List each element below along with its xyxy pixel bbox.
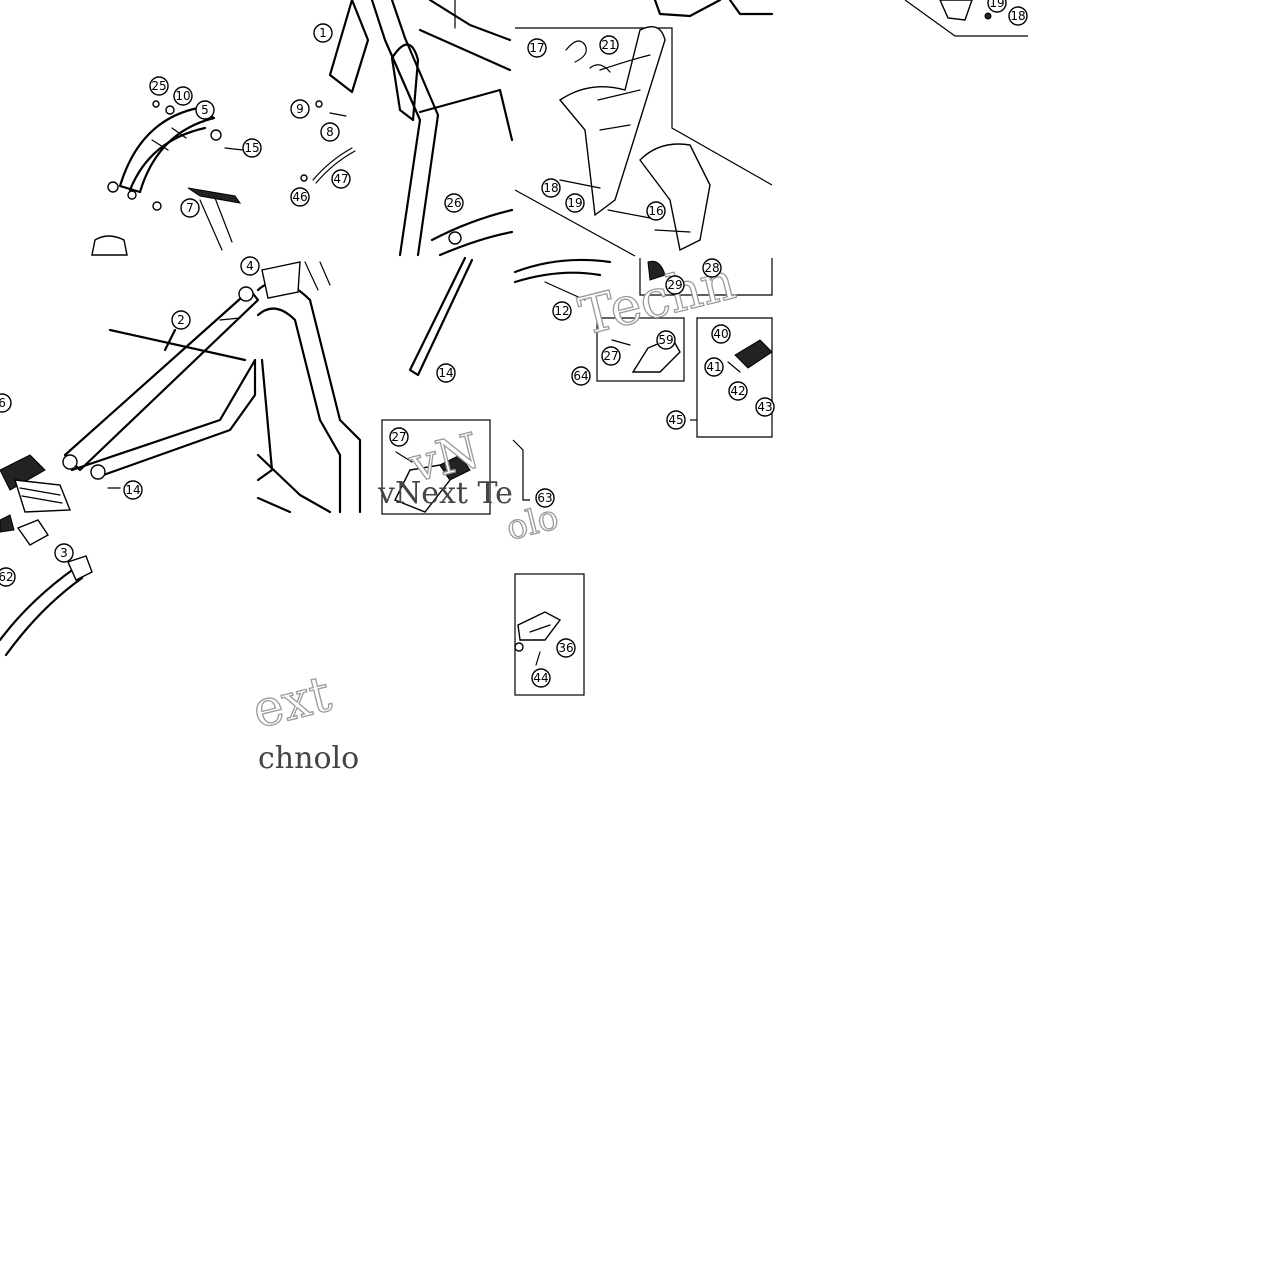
main-frame-drawing	[300, 0, 514, 257]
callout-19: 19	[565, 193, 585, 213]
callout-62: 62	[0, 567, 16, 587]
footpeg-bracket-drawing	[513, 258, 773, 438]
callout-15: 15	[242, 138, 262, 158]
svg-text:46: 46	[292, 190, 307, 204]
callout-21: 21	[599, 35, 619, 55]
callout-18: 18	[541, 178, 561, 198]
callout-28: 28	[702, 258, 722, 278]
callout-44: 44	[531, 668, 551, 688]
callout-17: 17	[527, 38, 547, 58]
callout-43: 43	[755, 397, 775, 417]
callout-3: 3	[54, 543, 74, 563]
svg-text:14: 14	[438, 366, 453, 380]
callout-25: 25	[149, 76, 169, 96]
watermark-chnolo: chnolo	[258, 741, 359, 776]
svg-text:27: 27	[391, 430, 406, 444]
callout-26: 26	[444, 193, 464, 213]
svg-text:63: 63	[537, 491, 552, 505]
svg-text:6: 6	[0, 396, 6, 410]
callout-47: 47	[331, 169, 351, 189]
svg-text:10: 10	[175, 89, 190, 103]
callout-42: 42	[728, 381, 748, 401]
callout-63: 63	[535, 488, 555, 508]
svg-text:59: 59	[658, 333, 673, 347]
callout-29: 29	[665, 275, 685, 295]
callout-2: 2	[171, 310, 191, 330]
svg-text:40: 40	[713, 327, 728, 341]
svg-text:9: 9	[296, 102, 304, 116]
svg-text:42: 42	[730, 384, 745, 398]
svg-text:26: 26	[446, 196, 461, 210]
lower-left-drawing	[0, 514, 93, 657]
svg-text:45: 45	[668, 413, 683, 427]
callout-18-top: 18	[1008, 6, 1028, 26]
callout-6: 6	[0, 393, 12, 413]
svg-text:27: 27	[603, 349, 618, 363]
callout-45: 45	[666, 410, 686, 430]
watermark-ext: ext	[247, 665, 337, 740]
svg-text:36: 36	[558, 641, 573, 655]
number-plate-drawing	[514, 0, 774, 257]
svg-text:5: 5	[201, 103, 209, 117]
callout-16: 16	[646, 201, 666, 221]
watermark-vnext-te: vNext Te	[377, 476, 513, 511]
callout-40: 40	[711, 324, 731, 344]
callout-59: 59	[656, 330, 676, 350]
svg-text:43: 43	[757, 400, 772, 414]
svg-text:2: 2	[177, 313, 185, 327]
svg-text:4: 4	[246, 259, 254, 273]
callout-27-box: 27	[601, 346, 621, 366]
svg-text:44: 44	[533, 671, 548, 685]
subframe-strap-drawing	[91, 100, 244, 256]
svg-text:12: 12	[554, 304, 569, 318]
footpeg-kit-drawing	[514, 573, 585, 696]
callout-5: 5	[195, 100, 215, 120]
callout-12: 12	[552, 301, 572, 321]
callout-46: 46	[290, 187, 310, 207]
callout-7: 7	[180, 198, 200, 218]
callout-41: 41	[704, 357, 724, 377]
callout-10: 10	[173, 86, 193, 106]
svg-text:25: 25	[151, 79, 166, 93]
callout-64: 64	[571, 366, 591, 386]
rear-frame-drawing	[0, 286, 260, 513]
callout-4: 4	[240, 256, 260, 276]
callout-9: 9	[290, 99, 310, 119]
top-right-fragment	[904, 0, 1028, 37]
svg-text:14: 14	[125, 483, 140, 497]
frame-side-drawing	[256, 256, 530, 515]
svg-text:18: 18	[543, 181, 558, 195]
callout-19-top: 19	[987, 0, 1007, 13]
callout-8: 8	[320, 122, 340, 142]
svg-text:19: 19	[989, 0, 1004, 10]
svg-text:28: 28	[704, 261, 719, 275]
svg-text:1: 1	[319, 26, 327, 40]
callout-36: 36	[556, 638, 576, 658]
svg-text:41: 41	[706, 360, 721, 374]
svg-text:62: 62	[0, 570, 14, 584]
svg-text:29: 29	[667, 278, 682, 292]
svg-text:19: 19	[567, 196, 582, 210]
svg-text:15: 15	[244, 141, 259, 155]
callout-1: 1	[313, 23, 333, 43]
svg-text:8: 8	[326, 125, 334, 139]
svg-text:47: 47	[333, 172, 348, 186]
svg-text:21: 21	[601, 38, 616, 52]
svg-text:64: 64	[573, 369, 588, 383]
svg-text:17: 17	[529, 41, 544, 55]
callout-14-left: 14	[123, 480, 143, 500]
svg-text:16: 16	[648, 204, 663, 218]
callout-14-right: 14	[436, 363, 456, 383]
svg-text:7: 7	[186, 201, 194, 215]
svg-text:18: 18	[1010, 9, 1025, 23]
callout-27: 27	[389, 427, 409, 447]
svg-text:3: 3	[60, 546, 68, 560]
